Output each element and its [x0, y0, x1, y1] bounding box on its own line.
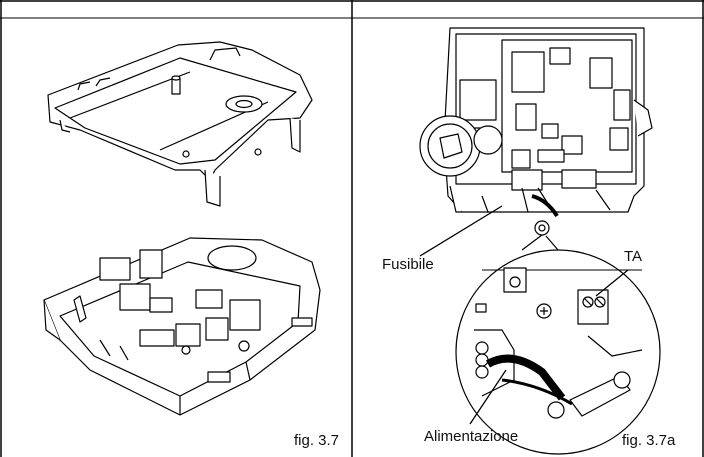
control-board-detail-drawing — [419, 27, 661, 455]
label-power-supply: Alimentazione — [424, 428, 519, 445]
figure-caption-left: fig. 3.7 — [294, 432, 340, 449]
figure-right-panel: Fusibile TA Alimentazione fig. 3.7a — [352, 0, 704, 457]
figure-caption-right: fig. 3.7a — [622, 432, 676, 449]
label-ta: TA — [624, 248, 643, 265]
label-fuse: Fusibile — [382, 256, 434, 273]
figure-left-panel: fig. 3.7 — [43, 41, 340, 449]
control-box-exploded-drawing — [43, 41, 321, 416]
